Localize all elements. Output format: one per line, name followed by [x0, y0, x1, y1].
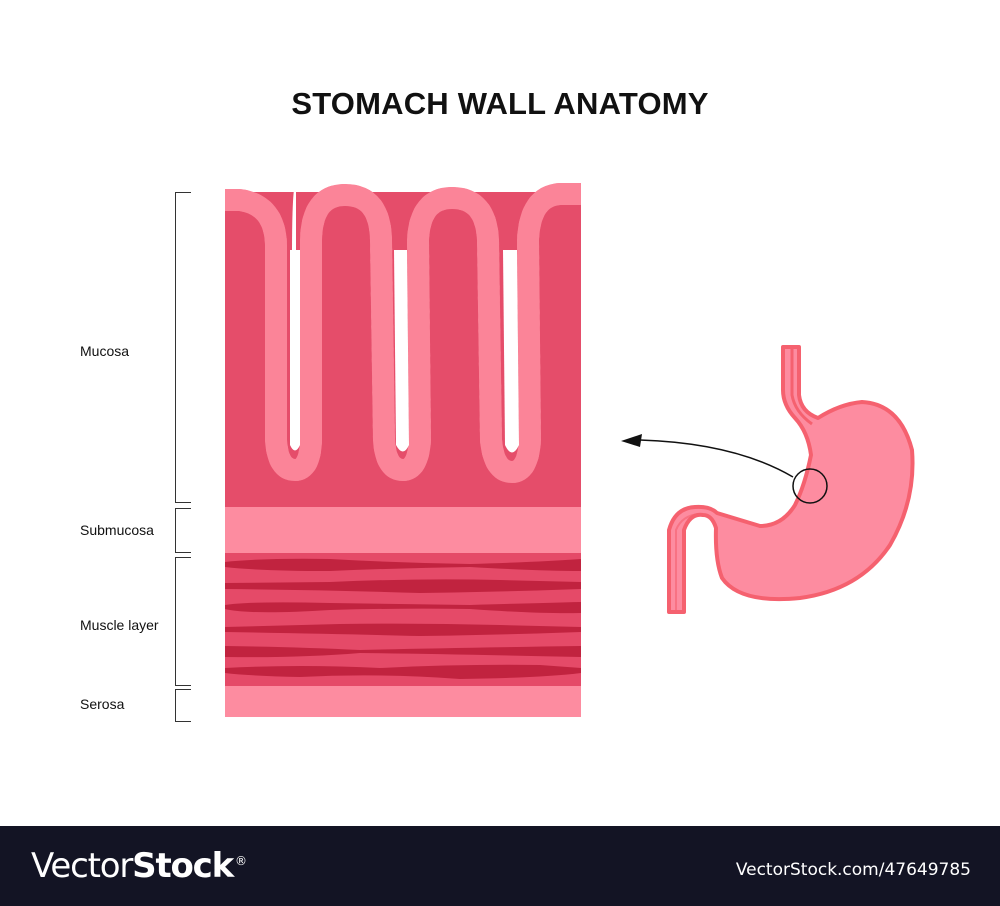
- footer-bar: VectorStock® VectorStock.com/47649785: [0, 826, 1000, 906]
- page-title: STOMACH WALL ANATOMY: [291, 86, 709, 121]
- pointer-arrow: [639, 439, 794, 478]
- submucosa-layer: [225, 507, 581, 553]
- bracket-mucosa: [175, 192, 191, 503]
- anatomy-illustration: [225, 180, 915, 717]
- muscle-fibers: [225, 558, 581, 679]
- serosa-layer: [225, 686, 581, 717]
- label-muscle-layer: Muscle layer: [80, 617, 159, 633]
- arrow-head-icon: [621, 434, 642, 447]
- zoom-circle-icon: [792, 468, 828, 504]
- brand-bold: Stock: [132, 846, 234, 886]
- bracket-muscle-layer: [175, 557, 191, 686]
- muscle-layer: [225, 553, 581, 686]
- bracket-submucosa: [175, 508, 191, 553]
- vectorstock-logo: VectorStock®: [31, 846, 247, 886]
- bracket-serosa: [175, 689, 191, 722]
- brand-light: Vector: [31, 846, 133, 886]
- stock-id: VectorStock.com/47649785: [735, 860, 971, 880]
- label-submucosa: Submucosa: [80, 522, 154, 538]
- epithelium: [225, 183, 581, 483]
- stomach-illustration: [621, 345, 915, 614]
- label-mucosa: Mucosa: [80, 343, 130, 359]
- label-serosa: Serosa: [80, 696, 125, 712]
- wall-cross-section: [225, 180, 581, 717]
- registered-mark-icon: ®: [235, 853, 248, 868]
